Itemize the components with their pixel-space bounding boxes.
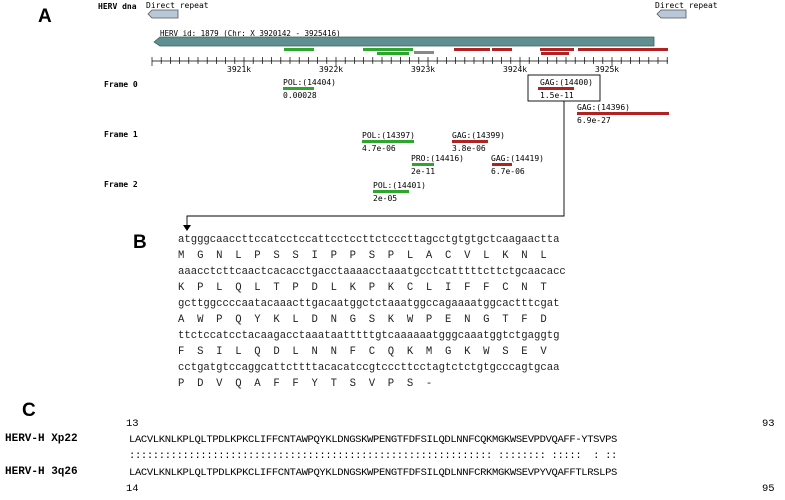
hit-value: 4.7e-06 — [362, 144, 396, 153]
hit-value: 2e-11 — [411, 167, 436, 176]
dna-line: cctgatgtccaggcattcttttacacatccgtcccttcct… — [178, 362, 560, 374]
hit-label: GAG:(14419) — [491, 154, 544, 163]
summary-hit — [454, 48, 490, 51]
seq2: LACVLKNLKPLQLTPDLKPKCLIFFCNTAWPQYKLDNGSK… — [129, 467, 617, 479]
dna-line: ttctccatcctacaagacctaaataatttttgtcaaaaaa… — [178, 330, 560, 342]
summary-hit — [540, 48, 574, 51]
axis-ticks — [151, 57, 668, 66]
hit-value: 0.00028 — [283, 91, 317, 100]
panel-c-letter: C — [22, 400, 36, 421]
direct-repeat-right-arrow — [656, 9, 687, 19]
summary-hit — [492, 48, 512, 51]
bottom-end-number: 95 — [762, 483, 775, 495]
summary-hit — [541, 52, 569, 55]
hit-label: GAG:(14399) — [452, 131, 505, 140]
hit-label: POL:(14397) — [362, 131, 415, 140]
hit-pol-14401 — [373, 190, 409, 193]
tick-label: 3925k — [595, 65, 620, 74]
summary-hit — [363, 48, 413, 51]
tick-label: 3921k — [227, 65, 252, 74]
hit-value: 3.8e-06 — [452, 144, 486, 153]
tick-label: 3922k — [319, 65, 344, 74]
hit-pro-14416 — [412, 163, 434, 166]
dna-line: atgggcaaccttccatcctccattcctccttctcccttag… — [178, 234, 560, 246]
hit-value: 6.7e-06 — [491, 167, 525, 176]
direct-repeat-left-label: Direct repeat — [146, 1, 209, 10]
aa-line: P D V Q A F F Y T S V P S - — [178, 378, 433, 390]
bottom-start-number: 14 — [126, 483, 139, 495]
connector-arrowhead — [183, 225, 191, 231]
hit-gag-14400 — [538, 87, 574, 90]
hit-label: PRO:(14416) — [411, 154, 464, 163]
hit-value: 1.5e-11 — [540, 91, 574, 100]
tick-label: 3924k — [503, 65, 528, 74]
match-line: ::::::::::::::::::::::::::::::::::::::::… — [129, 450, 617, 462]
hit-label: POL:(14401) — [373, 181, 426, 190]
summary-hit — [377, 52, 409, 55]
connector-arrow — [186, 101, 565, 226]
direct-repeat-right-label: Direct repeat — [655, 1, 718, 10]
dna-line: aaacctcttcaactcacacctgacctaaaacctaaatgcc… — [178, 266, 566, 278]
hit-value: 2e-05 — [373, 194, 398, 203]
herv-bar — [153, 36, 655, 47]
aa-line: M G N L P S S I P P S P L A C V L K N L — [178, 250, 547, 262]
seq1-name: HERV-H Xp22 — [5, 433, 78, 445]
hit-gag-14419 — [492, 163, 512, 166]
hit-label: POL:(14404) — [283, 78, 336, 87]
frame-2-label: Frame 2 — [104, 180, 138, 189]
top-end-number: 93 — [762, 418, 775, 430]
dna-line: gcttggccccaatacaaacttgacaatggctctaaatggc… — [178, 298, 560, 310]
genome-diagram — [147, 9, 687, 231]
panel-b-letter: B — [133, 232, 147, 253]
hit-gag-14399 — [452, 140, 488, 143]
herv-dna-label: HERV dna — [98, 2, 137, 11]
top-start-number: 13 — [126, 418, 139, 430]
summary-hit — [578, 48, 668, 51]
tick-label: 3923k — [411, 65, 436, 74]
aa-line: F S I L Q D L N N F C Q K M G K W S E V — [178, 346, 547, 358]
hit-pol-14404 — [283, 87, 314, 90]
seq1: LACVLKNLKPLQLTPDLKPKCLIFFCNTAWPQYKLDNGSK… — [129, 434, 617, 446]
summary-hit — [414, 51, 434, 54]
seq2-name: HERV-H 3q26 — [5, 466, 78, 478]
frame-0-label: Frame 0 — [104, 80, 138, 89]
hit-value: 6.9e-27 — [577, 116, 611, 125]
herv-id-label: HERV id: 1879 (Chr: X 3920142 - 3925416) — [160, 29, 341, 38]
panel-b-sequence: atgggcaaccttccatcctccattcctccttctcccttag… — [178, 232, 566, 392]
hit-label: GAG:(14400) — [540, 78, 593, 87]
hit-gag-14396 — [577, 112, 669, 115]
summary-hit — [284, 48, 314, 51]
hit-pol-14397 — [362, 140, 414, 143]
direct-repeat-left-arrow — [147, 9, 179, 19]
aa-line: A W P Q Y K L D N G S K W P E N G T F D — [178, 314, 547, 326]
panel-a-letter: A — [38, 6, 52, 27]
frame-1-label: Frame 1 — [104, 130, 138, 139]
aa-line: K P L Q L T P D L K P K C L I F F C N T — [178, 282, 547, 294]
hit-label: GAG:(14396) — [577, 103, 630, 112]
